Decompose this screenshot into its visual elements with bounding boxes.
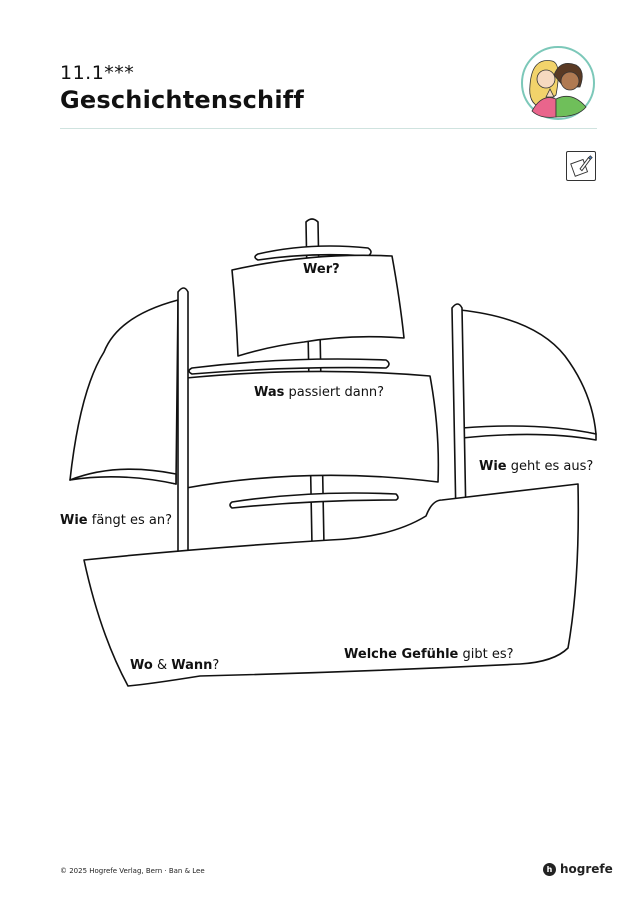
left-sail-boom xyxy=(69,468,177,485)
label-feelings: Welche Gefühle gibt es? xyxy=(344,647,514,662)
label-how-begins: Wie fängt es an? xyxy=(60,513,173,528)
ship-hull xyxy=(83,483,580,687)
footer-copyright: © 2025 Hogrefe Verlag, Bern · Ban & Lee xyxy=(60,867,205,875)
lower-yard xyxy=(229,492,399,509)
left-sail xyxy=(69,299,179,485)
header-divider xyxy=(60,128,597,129)
label-what-happens: Was passiert dann? xyxy=(254,385,385,400)
middle-yard xyxy=(188,358,390,375)
right-sail xyxy=(459,309,597,435)
label-where-when: Wo & Wann? xyxy=(130,658,220,673)
top-sail xyxy=(231,254,405,357)
page-title: Geschichtenschiff xyxy=(60,86,305,114)
right-sail-boom xyxy=(461,425,597,441)
exercise-number: 11.1*** xyxy=(60,62,135,84)
publisher-logo: h hogrefe xyxy=(543,862,613,876)
pencil-icon xyxy=(570,155,593,177)
pencil-icon-box xyxy=(566,151,596,181)
publisher-name: hogrefe xyxy=(560,862,613,876)
label-who: Wer? xyxy=(303,262,340,277)
children-avatar-icon xyxy=(521,46,595,120)
hogrefe-logo-icon: h xyxy=(543,862,556,876)
label-how-ends: Wie geht es aus? xyxy=(479,459,594,474)
left-mast xyxy=(177,287,189,553)
right-mast xyxy=(451,303,467,521)
